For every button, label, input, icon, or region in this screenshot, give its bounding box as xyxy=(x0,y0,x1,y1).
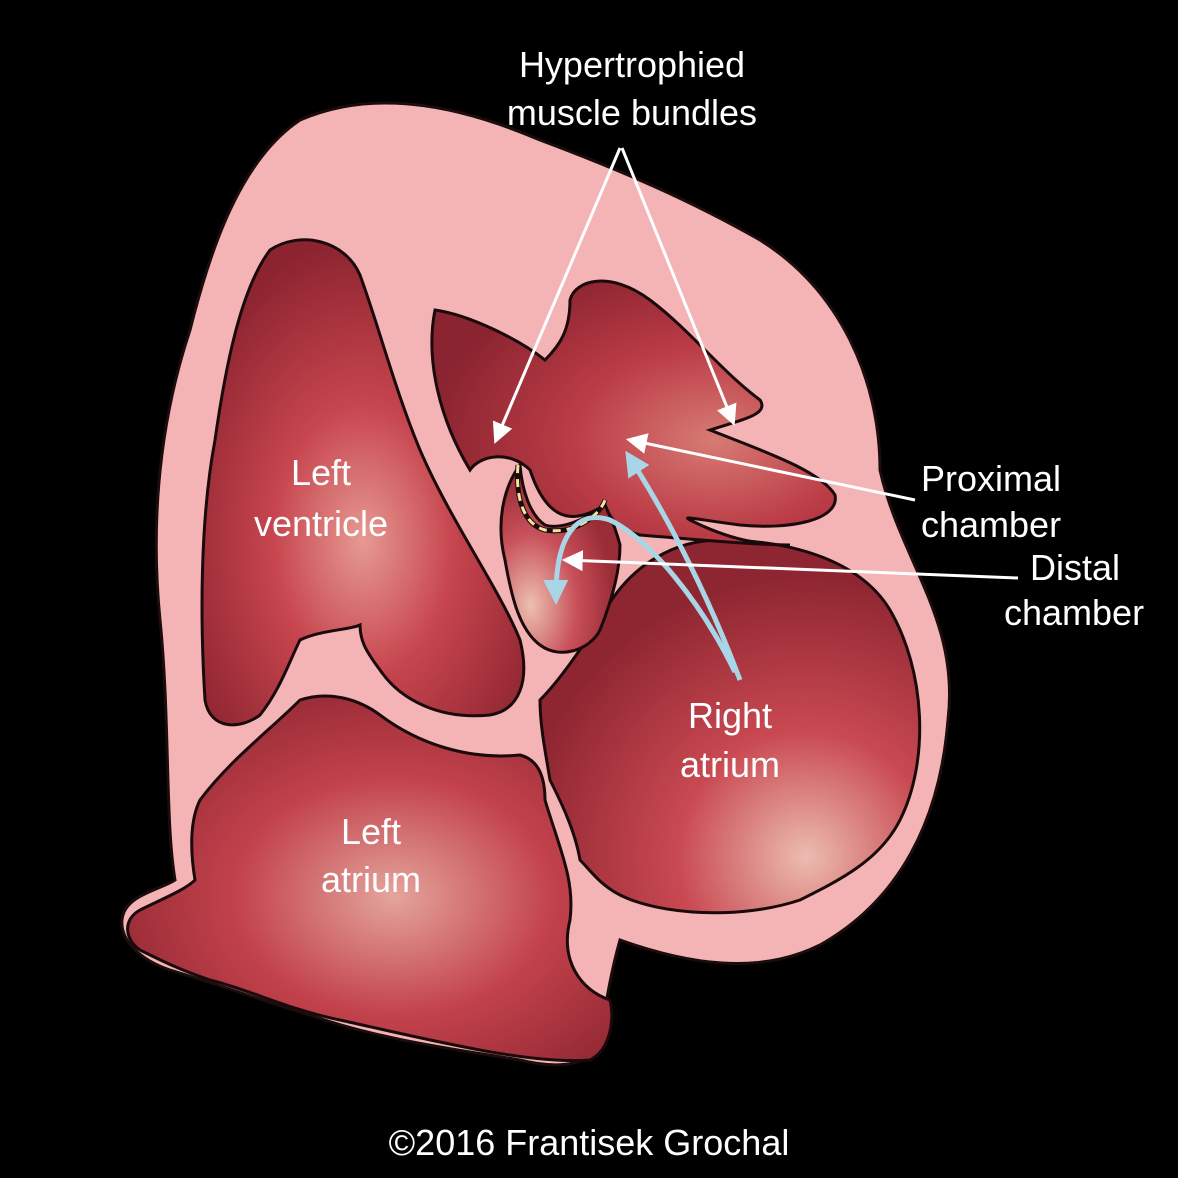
flow-arrow-up xyxy=(625,450,743,681)
label-hypertrophied-line2: muscle bundles xyxy=(507,92,757,133)
label-proximal-chamber-line2: chamber xyxy=(921,504,1061,545)
leader-hypertrophied-left xyxy=(492,147,622,444)
label-left-ventricle-line2: ventricle xyxy=(254,503,388,544)
label-distal-chamber-line2: chamber xyxy=(1004,592,1144,633)
right-atrium-chamber xyxy=(538,538,922,915)
label-right-atrium-line2: atrium xyxy=(680,744,780,785)
leader-proximal-chamber xyxy=(625,433,916,502)
obstruction-boundary-dash xyxy=(515,464,607,533)
left-ventricle-chamber xyxy=(200,238,526,727)
proximal-chamber xyxy=(430,279,837,547)
leader-distal-chamber xyxy=(561,550,1019,580)
label-left-atrium-line1: Left xyxy=(341,811,401,852)
flow-arrow-down xyxy=(543,515,738,674)
label-distal-chamber-line1: Distal xyxy=(1030,547,1120,588)
label-left-atrium-line2: atrium xyxy=(321,859,421,900)
copyright-credit: ©2016 Frantisek Grochal xyxy=(388,1122,790,1163)
leader-hypertrophied-right xyxy=(620,147,737,426)
left-atrium-chamber xyxy=(126,694,614,1063)
label-right-atrium-line1: Right xyxy=(688,695,772,736)
label-proximal-chamber-line1: Proximal xyxy=(921,458,1061,499)
label-left-ventricle-line1: Left xyxy=(291,452,351,493)
label-hypertrophied-line1: Hypertrophied xyxy=(519,44,745,85)
